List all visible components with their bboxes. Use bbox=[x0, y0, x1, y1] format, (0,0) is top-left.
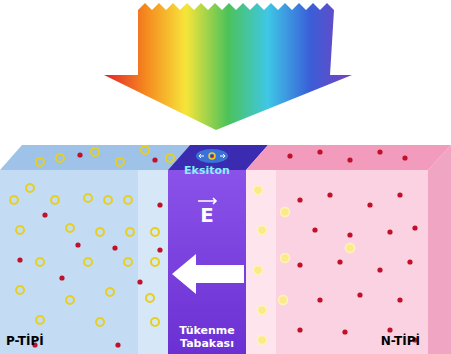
electron bbox=[317, 297, 322, 302]
electron bbox=[377, 149, 382, 154]
hole bbox=[10, 196, 18, 204]
p-top-face bbox=[0, 145, 190, 170]
hole bbox=[116, 158, 124, 166]
electron bbox=[17, 257, 22, 262]
exciton-blob bbox=[196, 149, 228, 163]
light-arrow bbox=[104, 3, 352, 130]
electron bbox=[337, 259, 342, 264]
hole bbox=[84, 258, 92, 266]
ionized-donor bbox=[281, 254, 290, 263]
electron bbox=[312, 227, 317, 232]
hole bbox=[96, 318, 104, 326]
ionized-donor bbox=[258, 226, 267, 235]
hole bbox=[36, 258, 44, 266]
hole bbox=[124, 258, 132, 266]
electric-field-arrow bbox=[172, 254, 244, 294]
depletion-face bbox=[168, 170, 246, 354]
electron bbox=[297, 327, 302, 332]
electron bbox=[387, 327, 392, 332]
hole bbox=[151, 258, 159, 266]
electron bbox=[157, 202, 162, 207]
n-edge-band bbox=[246, 170, 276, 354]
electron bbox=[42, 212, 47, 217]
electron bbox=[357, 292, 362, 297]
electron bbox=[115, 342, 120, 347]
hole bbox=[26, 184, 34, 192]
electron bbox=[75, 242, 80, 247]
ionized-donor bbox=[254, 186, 263, 195]
n-region: N-TİPİ bbox=[246, 170, 428, 354]
vector-arrow bbox=[198, 198, 216, 204]
ionized-donor bbox=[254, 266, 263, 275]
ionized-donor bbox=[346, 244, 355, 253]
carriers bbox=[10, 146, 418, 348]
electron bbox=[287, 153, 292, 158]
electron bbox=[367, 202, 372, 207]
electron bbox=[152, 157, 157, 162]
region-name: P-TİPİ bbox=[6, 334, 44, 348]
hole bbox=[51, 196, 59, 204]
hole bbox=[106, 288, 114, 296]
hole bbox=[66, 224, 74, 232]
hole bbox=[104, 196, 112, 204]
electron bbox=[59, 275, 64, 280]
hole bbox=[126, 228, 134, 236]
hole bbox=[96, 228, 104, 236]
electron bbox=[77, 152, 82, 157]
hole bbox=[36, 316, 44, 324]
p-region: P-TİPİ bbox=[0, 170, 168, 354]
electron bbox=[342, 329, 347, 334]
side-face bbox=[428, 145, 451, 354]
hole bbox=[36, 158, 44, 166]
electron bbox=[347, 232, 352, 237]
electron bbox=[137, 279, 142, 284]
n-top-face bbox=[246, 145, 451, 170]
region-name: N-TİPİ bbox=[381, 334, 420, 348]
ionized-donor bbox=[258, 306, 267, 315]
hole bbox=[16, 286, 24, 294]
hole bbox=[151, 318, 159, 326]
hole bbox=[166, 154, 174, 162]
electron bbox=[317, 149, 322, 154]
electron bbox=[387, 229, 392, 234]
exciton-label: Eksiton bbox=[184, 164, 230, 177]
electron bbox=[157, 247, 162, 252]
hole bbox=[56, 154, 64, 162]
hole bbox=[146, 294, 154, 302]
electron bbox=[327, 192, 332, 197]
depletion-layer: E Tükenme Tabakası bbox=[168, 170, 246, 354]
exciton-hole bbox=[209, 153, 215, 159]
ionized-donor bbox=[258, 336, 267, 345]
electron bbox=[347, 157, 352, 162]
ionized-donor bbox=[279, 296, 288, 305]
hole bbox=[141, 146, 149, 154]
hole bbox=[16, 226, 24, 234]
electron bbox=[377, 267, 382, 272]
electron bbox=[297, 197, 302, 202]
n-region-face bbox=[246, 170, 428, 354]
hole bbox=[91, 148, 99, 156]
layer-name: Tükenme Tabakası bbox=[170, 324, 244, 350]
p-edge-band bbox=[138, 170, 168, 354]
electron bbox=[402, 155, 407, 160]
ionized-donor bbox=[281, 208, 290, 217]
hole bbox=[151, 228, 159, 236]
electron bbox=[112, 245, 117, 250]
field-symbol: E bbox=[168, 204, 246, 227]
hole bbox=[124, 196, 132, 204]
exciton-arrows bbox=[199, 154, 225, 158]
exciton-electron bbox=[211, 155, 214, 158]
electron bbox=[297, 262, 302, 267]
hole bbox=[66, 296, 74, 304]
hole bbox=[84, 194, 92, 202]
electron bbox=[412, 225, 417, 230]
electron bbox=[397, 297, 402, 302]
electron bbox=[407, 259, 412, 264]
p-region-face bbox=[0, 170, 168, 354]
electron bbox=[397, 192, 402, 197]
